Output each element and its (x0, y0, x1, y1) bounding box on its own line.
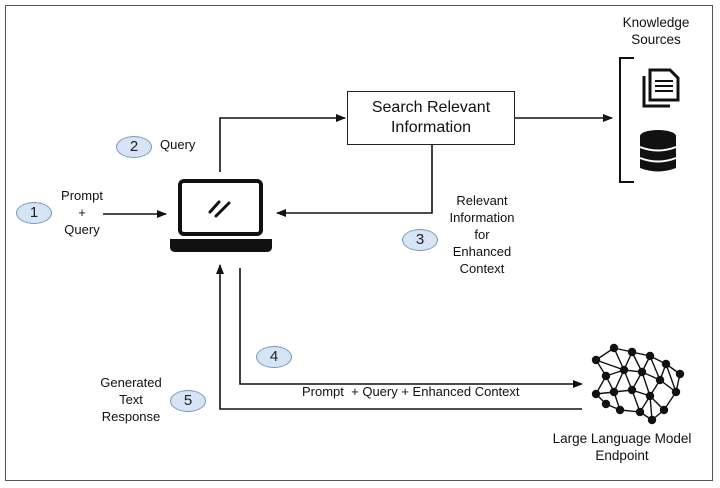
network-node (591, 389, 601, 399)
search-box-line2: Information (390, 119, 472, 136)
network-node (591, 355, 601, 365)
network-node (655, 375, 665, 385)
knowledge-sources-label: Knowledge Sources (604, 14, 708, 48)
step-1-line: Prompt (61, 188, 103, 203)
laptop-icon (170, 179, 272, 252)
arrow-context-to-laptop (276, 145, 433, 217)
network-node (627, 347, 637, 357)
neural-network-icon (591, 343, 685, 425)
step-3-line: Context (459, 261, 505, 276)
step-5-badge: 5 (170, 390, 206, 412)
network-node (659, 405, 669, 415)
network-edge (649, 355, 661, 381)
step-2-line: Query (160, 137, 196, 152)
step-4-line: Prompt + Query + Enhanced Context (302, 384, 520, 399)
step-5-line: Text (119, 392, 143, 407)
database-icon (639, 130, 677, 172)
network-node (627, 385, 637, 395)
step-3-line: for (474, 227, 490, 242)
knowledge-label-line1: Knowledge (622, 15, 690, 30)
network-node (671, 387, 681, 397)
search-relevant-information-box: Search Relevant Information (347, 91, 515, 145)
step-3-line: Enhanced (452, 244, 512, 259)
network-node (661, 359, 671, 369)
step-3-line: Relevant (456, 193, 508, 208)
step-5-label: Generated Text Response (92, 374, 170, 425)
step-1-line: Query (64, 222, 100, 237)
network-node (647, 415, 657, 425)
network-node (635, 407, 645, 417)
step-2-badge: 2 (116, 136, 152, 158)
knowledge-label-line2: Sources (631, 32, 681, 47)
network-edge (595, 359, 625, 371)
document-icon (642, 68, 680, 108)
step-4-badge: 4 (256, 346, 292, 368)
search-box-line1: Search Relevant (371, 99, 491, 116)
network-edge (641, 371, 651, 397)
step-1-label: Prompt + Query (54, 187, 110, 238)
network-node (609, 387, 619, 397)
network-node (601, 399, 611, 409)
step-2-label: Query (160, 136, 195, 153)
step-5-line: Response (101, 409, 161, 424)
arrow-query-to-search (219, 114, 346, 172)
arrow-llm-to-laptop (216, 264, 582, 410)
network-node (601, 371, 611, 381)
network-node (609, 343, 619, 353)
step-1-line: + (78, 205, 86, 220)
network-node (645, 351, 655, 361)
llm-label-line1: Large Language Model (552, 431, 692, 446)
diagram-frame (5, 5, 713, 481)
network-node (615, 405, 625, 415)
network-node (645, 391, 655, 401)
network-node (637, 367, 647, 377)
step-3-badge: 3 (402, 229, 438, 251)
step-3-label: Relevant Information for Enhanced Contex… (440, 192, 524, 277)
step-5-line: Generated (100, 375, 162, 390)
step-1-badge: 1 (16, 202, 52, 224)
arrow-laptop-to-llm (239, 268, 583, 388)
llm-endpoint-label: Large Language Model Endpoint (534, 430, 710, 464)
network-node (675, 369, 685, 379)
step-4-label: Prompt + Query + Enhanced Context (302, 349, 520, 417)
knowledge-sources-bracket (619, 57, 634, 183)
llm-label-line2: Endpoint (595, 448, 649, 463)
step-3-line: Information (449, 210, 515, 225)
network-edge (665, 363, 677, 393)
network-node (619, 365, 629, 375)
